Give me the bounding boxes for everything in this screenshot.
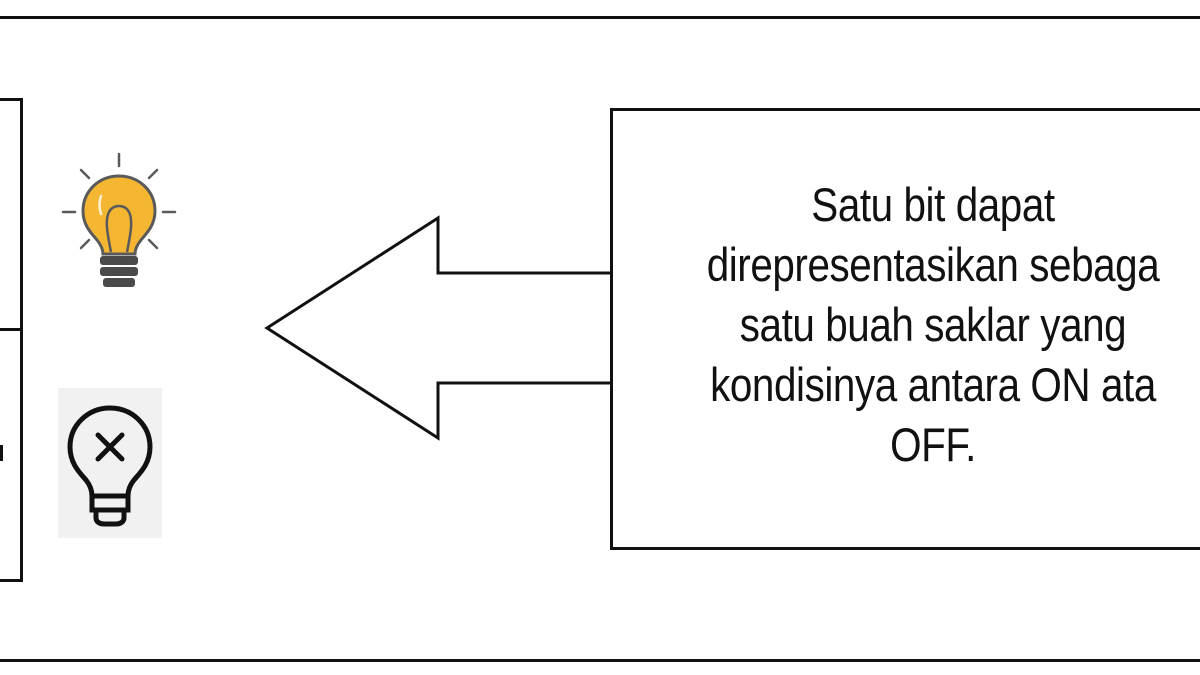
top-border-line (0, 16, 1200, 19)
explanation-line-1: Satu bit dapat (811, 178, 1055, 231)
truncated-table-text (0, 445, 3, 461)
explanation-line-3: satu buah saklar yang (739, 298, 1127, 351)
explanation-line-2: direpresentasikan sebaga (706, 238, 1160, 291)
state-table-divider (0, 328, 23, 331)
explanation-line-4: kondisinya antara ON ata (710, 358, 1156, 411)
bottom-border-line (0, 659, 1200, 662)
state-table-frame (0, 98, 23, 582)
explanation-callout-box: Satu bit dapat direpresentasikan sebaga … (610, 108, 1200, 550)
lightbulb-on-icon (55, 140, 190, 300)
explanation-line-5: OFF. (890, 418, 976, 471)
left-pointing-arrow (264, 215, 622, 441)
lightbulb-off-icon (58, 388, 162, 538)
explanation-text: Satu bit dapat direpresentasikan sebaga … (658, 175, 1200, 475)
